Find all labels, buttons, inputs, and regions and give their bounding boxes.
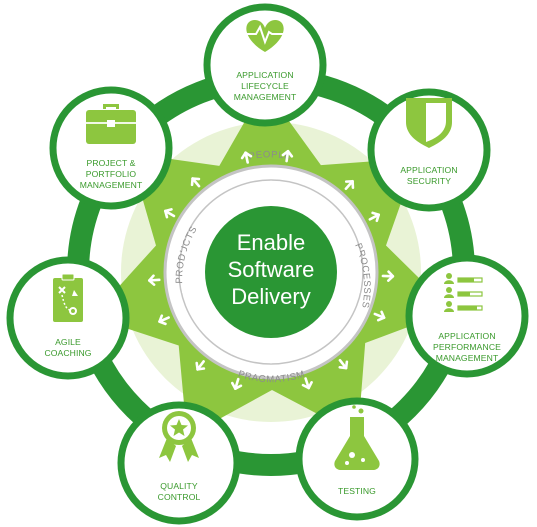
- node-alm[interactable]: APPLICATION LIFECYCLE MANAGEMENT: [203, 3, 327, 127]
- ring-word-pragmatism: PRAGMATISM: [237, 369, 307, 386]
- outward-arrow-shaft: [338, 358, 348, 370]
- outward-arrow-shaft: [164, 209, 176, 218]
- outward-arrow-shaft: [148, 278, 161, 282]
- node-security-line-2: SECURITY: [407, 176, 451, 186]
- node-agile-line-2: COACHING: [44, 348, 91, 358]
- flask-icon: [334, 405, 380, 470]
- team-bars-icon: [444, 273, 483, 312]
- inward-arrow-shaft: [304, 342, 312, 355]
- inward-arrow-shaft: [332, 320, 343, 330]
- shield-icon: [406, 98, 452, 148]
- node-ppm-line-3: MANAGEMENT: [80, 180, 143, 190]
- node-testing-line-1: TESTING: [338, 486, 376, 496]
- outward-arrow-shaft: [368, 213, 381, 221]
- outward-arrow-shaft: [285, 149, 290, 163]
- node-agile[interactable]: AGILE COACHING: [6, 256, 130, 380]
- node-ppm-line-1: PROJECT &: [87, 158, 136, 168]
- outward-arrow-shaft: [234, 377, 240, 391]
- outward-arrow-shaft: [344, 180, 354, 191]
- node-security[interactable]: APPLICATION SECURITY: [367, 88, 491, 212]
- inward-arrow-shaft: [347, 288, 361, 294]
- heart-pulse-icon: [245, 20, 285, 52]
- node-ppm-line-2: PORTFOLIO: [86, 169, 137, 179]
- inward-arrow-shaft: [181, 288, 195, 294]
- node-apm-line-2: PERFORMANCE: [433, 342, 501, 352]
- node-alm-line-2: LIFECYCLE: [241, 81, 289, 91]
- inward-arrow-shaft: [347, 250, 361, 256]
- outward-arrow-shaft: [191, 177, 201, 188]
- ring-word-people: PEOPLE: [248, 149, 292, 162]
- outward-arrow-shaft: [196, 360, 205, 371]
- node-quality[interactable]: QUALITY CONTROL: [117, 401, 241, 525]
- center-line-1: Enable: [237, 230, 306, 255]
- node-apm[interactable]: APPLICATION PERFORMANCE MANAGEMENT: [405, 254, 529, 378]
- outward-arrow-shaft: [158, 316, 170, 323]
- inward-arrow-shaft: [181, 250, 195, 256]
- arrows: [148, 149, 395, 391]
- inward-arrow-shaft: [230, 189, 238, 202]
- node-testing[interactable]: TESTING: [295, 397, 419, 521]
- node-agile-line-1: AGILE: [55, 337, 81, 347]
- node-ppm[interactable]: PROJECT & PORTFOLIO MANAGEMENT: [49, 86, 173, 210]
- center-line-2: Software: [228, 257, 315, 282]
- briefcase-icon: [86, 104, 136, 144]
- inward-arrow-shaft: [199, 214, 210, 224]
- node-apm-line-3: MANAGEMENT: [436, 353, 499, 363]
- node-quality-line-1: QUALITY: [160, 481, 198, 491]
- clipboard-play-icon: [53, 273, 83, 322]
- nodes: APPLICATION LIFECYCLE MANAGEMENT APPLICA…: [6, 3, 529, 525]
- inward-arrow-shaft: [332, 214, 343, 224]
- outward-arrow-shaft: [304, 377, 311, 390]
- node-apm-line-1: APPLICATION: [438, 331, 495, 341]
- center-circle: [205, 206, 337, 338]
- inward-arrow-shaft: [230, 342, 238, 355]
- center-line-3: Delivery: [231, 284, 310, 309]
- node-alm-line-3: MANAGEMENT: [234, 92, 297, 102]
- outward-arrow-shaft: [244, 151, 249, 164]
- inward-arrow-shaft: [199, 320, 210, 330]
- node-quality-line-2: CONTROL: [158, 492, 201, 502]
- award-ribbon-icon: [159, 411, 199, 462]
- inward-arrow-shaft: [304, 189, 312, 202]
- node-alm-line-1: APPLICATION: [236, 70, 293, 80]
- node-security-line-1: APPLICATION: [400, 165, 457, 175]
- outward-arrow-shaft: [373, 312, 386, 320]
